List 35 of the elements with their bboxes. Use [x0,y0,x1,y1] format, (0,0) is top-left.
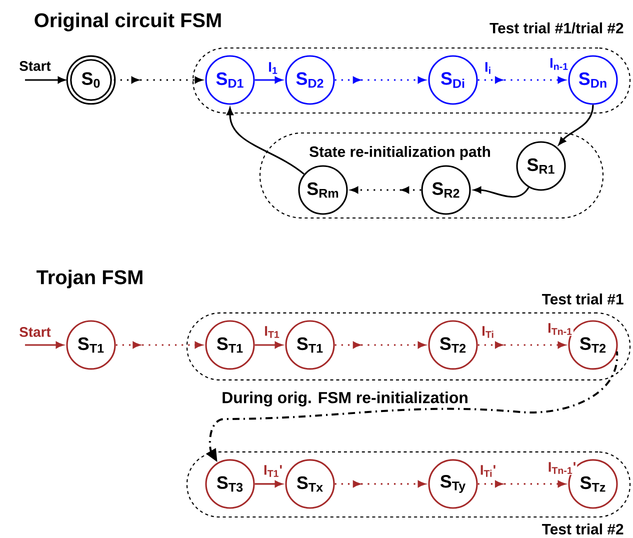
line-label: I$_{Tn-1}$ [546,322,574,336]
group-heading: Test trial #2 [542,524,624,534]
arrow [114,76,202,84]
arrow [25,342,64,348]
edge-label: During orig. FSM re-initialization [220,390,470,408]
group-heading: Test trial #1 [542,294,624,304]
arrow [478,76,566,84]
edge-label: I$_{T1}$ [263,325,281,339]
edge-label: I$_{Ti}$ [480,325,496,339]
arrow [254,480,282,488]
line-label: I$_{Tn-1}$' [546,461,578,475]
group-heading: Test trial #1/trial #2 [490,22,624,34]
line-label: I$_{n-1}$ [548,57,570,71]
arrow [478,342,566,348]
arrow [334,76,426,84]
edge-label: Start [18,60,52,72]
group-heading: State re-initialization path [310,146,490,160]
arrow [254,76,282,84]
edge-label: I$_{1}$ [267,61,279,75]
arrow [478,480,566,488]
arrow [116,342,202,348]
section-heading: Trojan FSM [35,268,145,290]
arrow [226,108,304,175]
arrow [334,480,426,488]
arrow [558,104,594,146]
edge-label: I$_{Ti}$' [478,464,498,478]
section-heading: Original circuit FSM [32,12,224,32]
edge-label: Start [18,326,52,338]
edge-label: I$_{i}$ [483,61,493,75]
arrow [350,186,422,194]
arrow [334,342,426,348]
arrow [254,342,282,348]
arrow [25,76,66,84]
edge-label: I$_{T1}$' [262,464,284,478]
arrow [474,186,530,198]
